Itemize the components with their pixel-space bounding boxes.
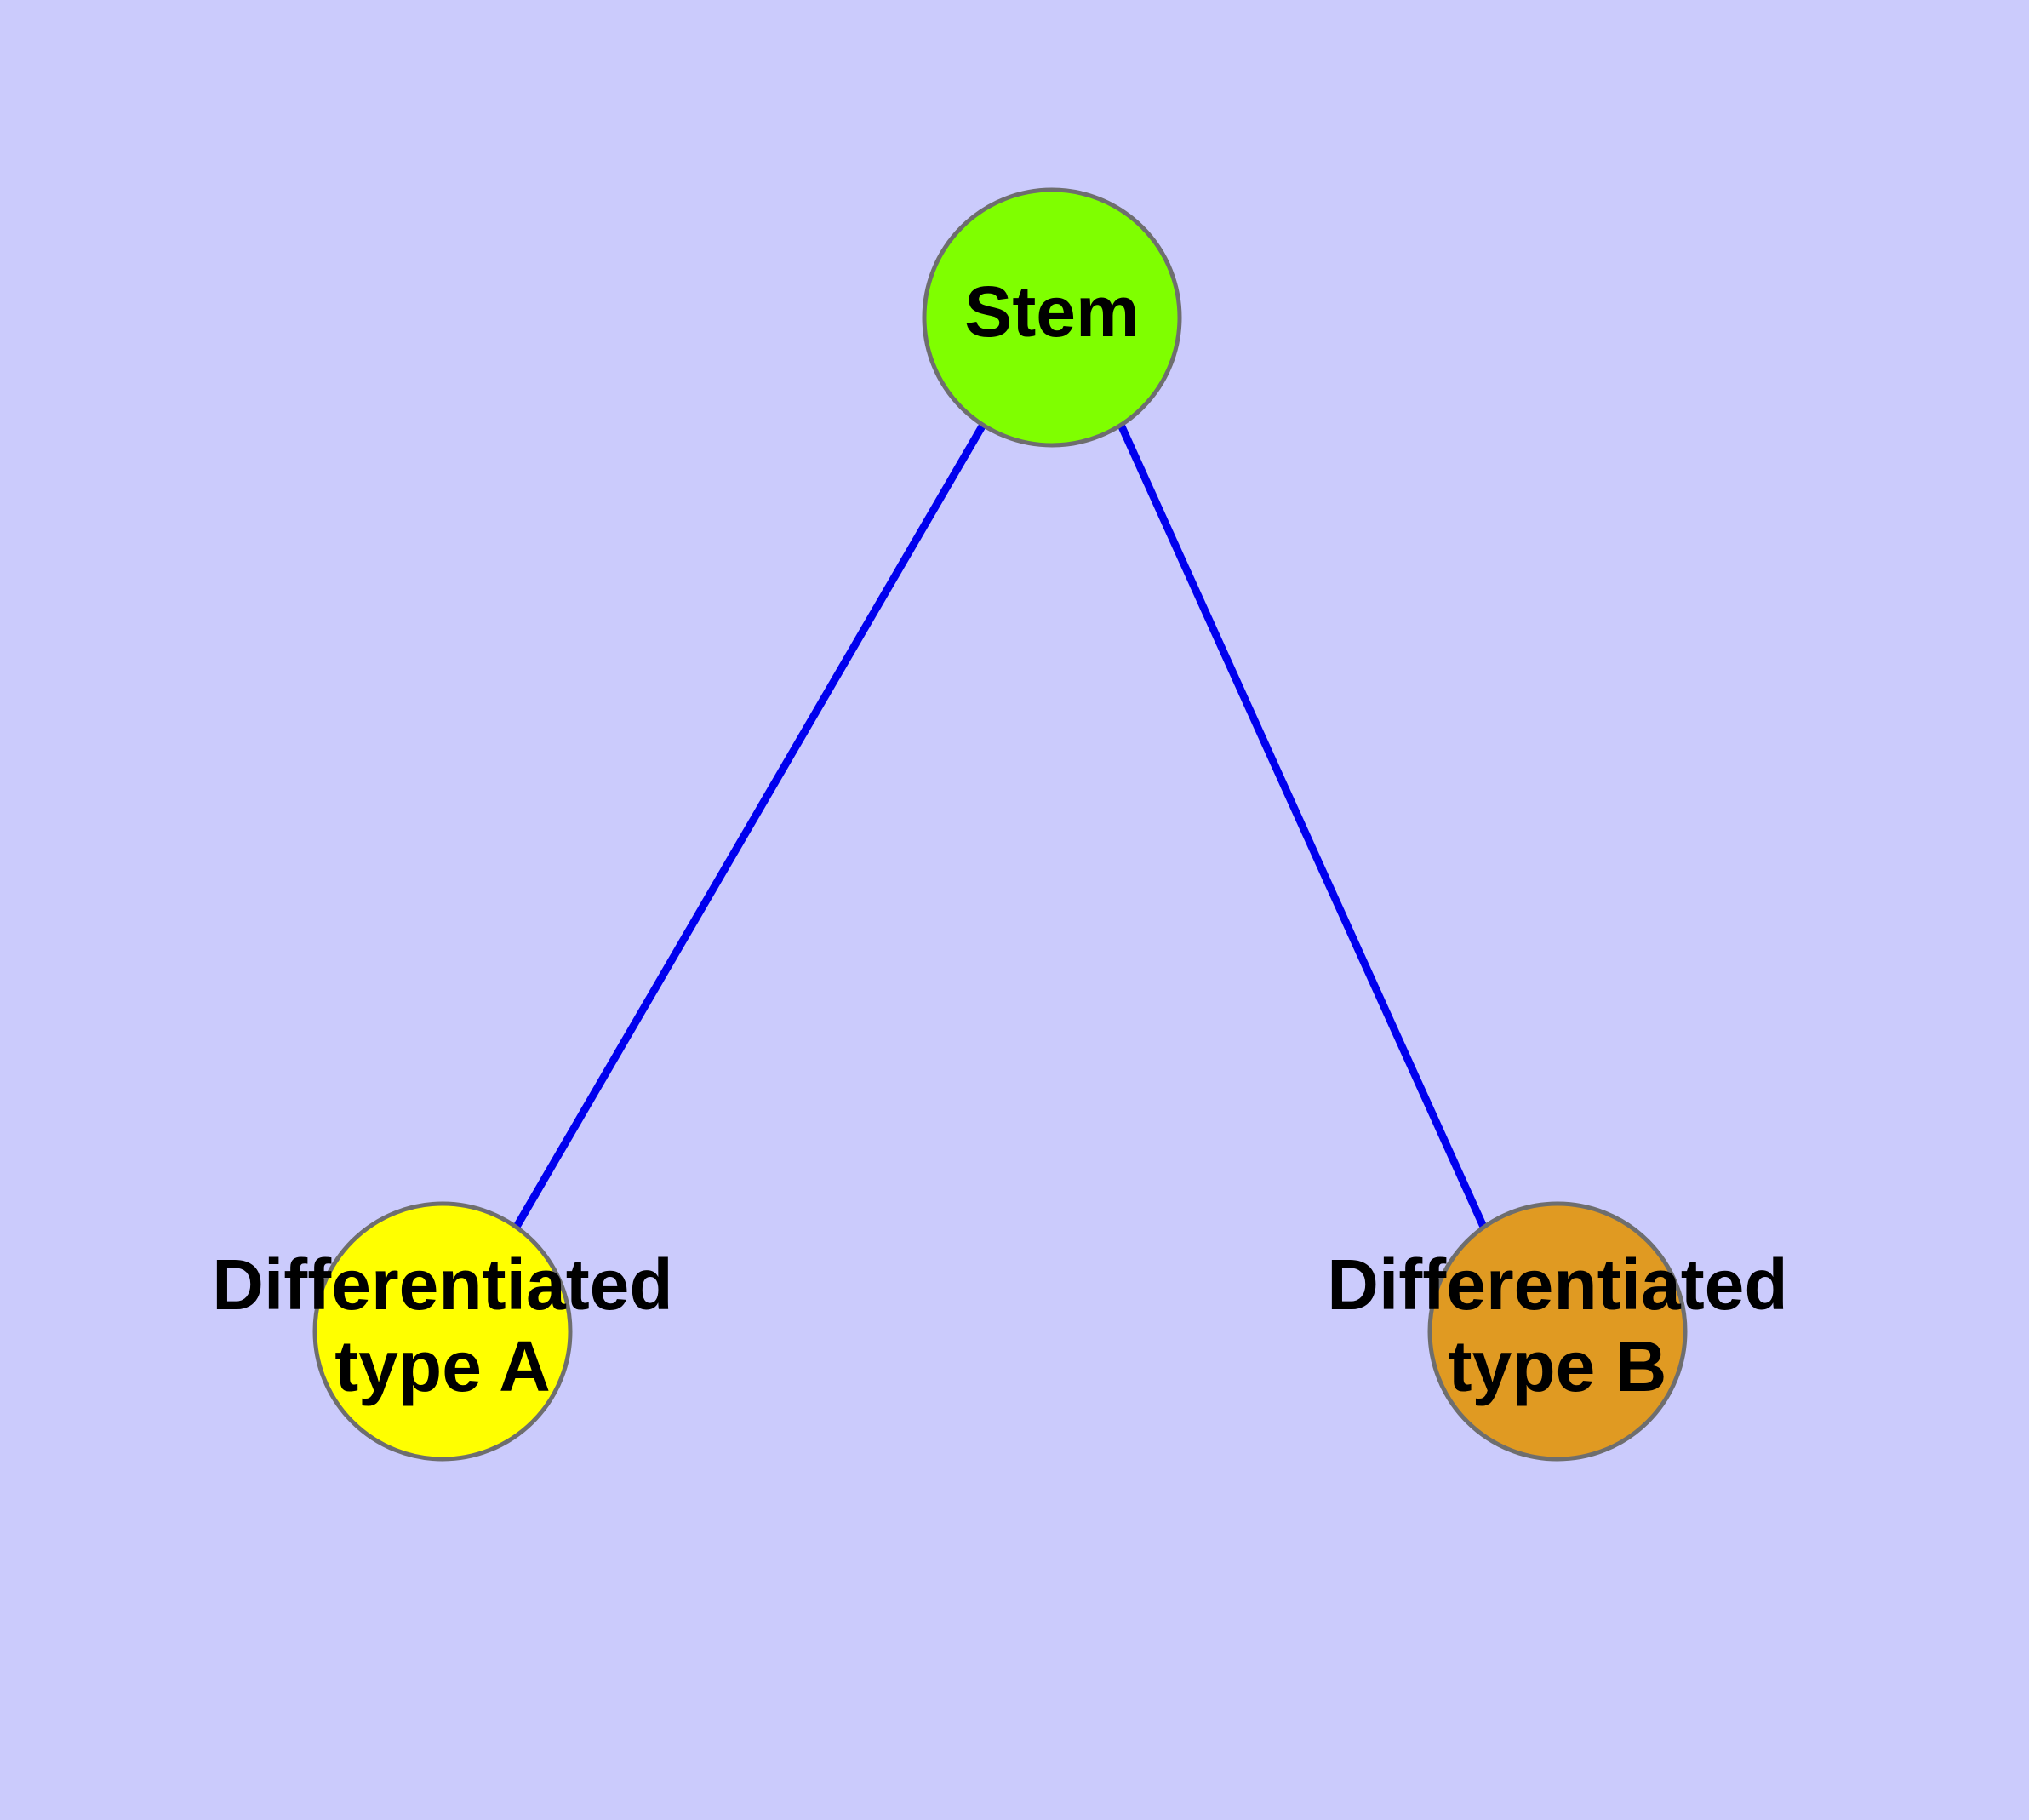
node-label-line: Differentiated bbox=[212, 1245, 672, 1325]
edge-stem-to-diff-a[interactable] bbox=[513, 422, 986, 1229]
node-stem-circle[interactable] bbox=[922, 187, 1182, 448]
node-diff-a-circle[interactable] bbox=[312, 1201, 573, 1462]
node-label-line: Differentiated bbox=[1327, 1245, 1787, 1325]
node-stem[interactable] bbox=[922, 187, 1182, 448]
node-stem-label: Stem bbox=[964, 272, 1139, 352]
node-layer bbox=[312, 187, 1688, 1462]
node-label-line: type B bbox=[1449, 1326, 1667, 1406]
node-diff-b-circle[interactable] bbox=[1427, 1201, 1688, 1462]
edge-layer bbox=[513, 422, 1488, 1229]
node-diff-a[interactable] bbox=[312, 1201, 573, 1462]
node-label-line: Stem bbox=[964, 272, 1139, 352]
node-diff-b[interactable] bbox=[1427, 1201, 1688, 1462]
node-label-line: type A bbox=[334, 1326, 551, 1406]
edge-stem-to-diff-b[interactable] bbox=[1117, 423, 1488, 1228]
